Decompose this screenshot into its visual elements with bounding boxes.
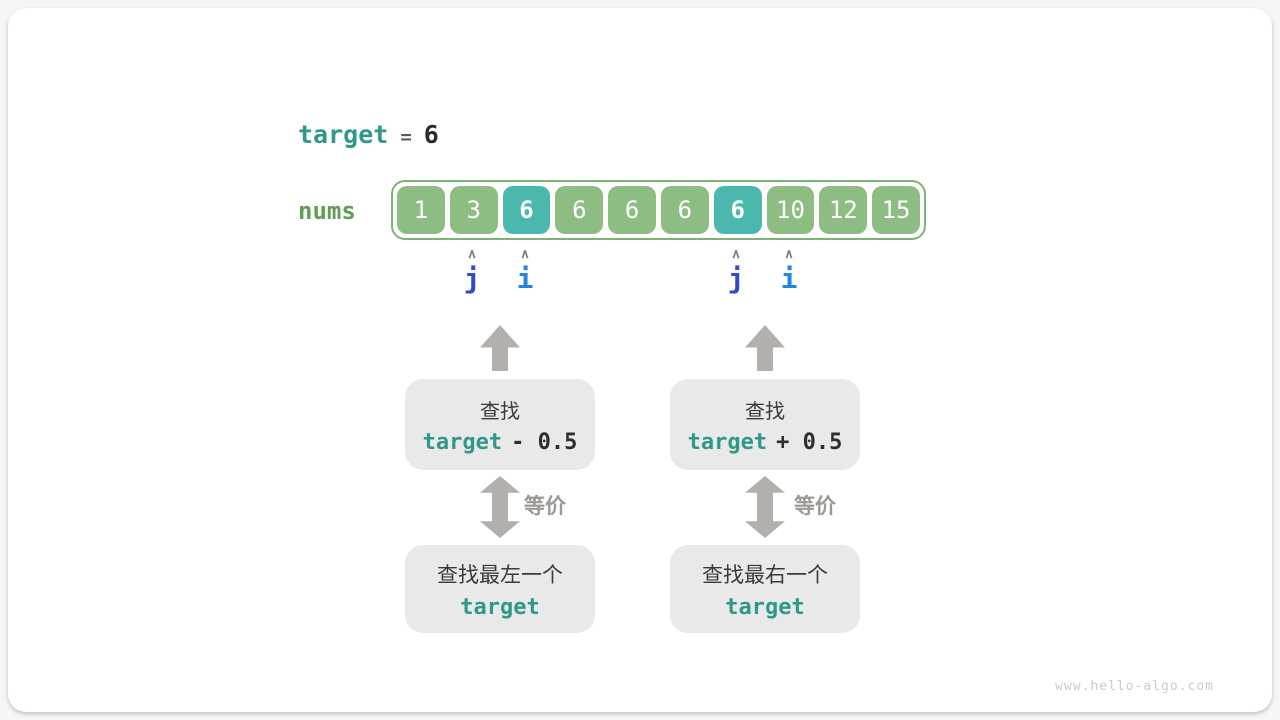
array-cell: 3 [449, 186, 498, 234]
search-expression: target + 0.5 [688, 430, 843, 455]
result-var-wrap: target [725, 595, 804, 620]
target-value: 6 [423, 120, 439, 149]
equiv-label-right: 等价 [794, 495, 836, 518]
result-box-right: 查找最右一个 target [670, 545, 860, 633]
target-var: target [298, 120, 389, 149]
array-cell: 10 [766, 186, 815, 234]
double-arrow-icon-right [745, 476, 785, 538]
result-var: target [725, 594, 805, 620]
target-assignment: target = 6 [298, 120, 439, 149]
array-cell: 15 [872, 186, 920, 234]
array-cell: 1 [397, 186, 445, 234]
pointer-j-right: ∧ j [716, 247, 756, 294]
pointer-i-right: ∧ i [769, 247, 809, 294]
equals-sign: = [400, 126, 412, 148]
caret-up-icon: ∧ [784, 246, 794, 261]
array-cell: 6 [502, 186, 551, 234]
array-cell: 6 [608, 186, 656, 234]
pointer-i-left: ∧ i [505, 247, 545, 294]
pointer-label-i: i [516, 262, 534, 295]
caret-up-icon: ∧ [731, 246, 741, 261]
array-cell: 6 [660, 186, 709, 234]
caret-up-icon: ∧ [467, 246, 477, 261]
watermark: www.hello-algo.com [1055, 679, 1214, 694]
up-arrow-icon-left [480, 325, 520, 371]
array-cell: 6 [713, 186, 762, 234]
result-text: 查找最左一个 [437, 563, 563, 587]
search-box-left: 查找 target - 0.5 [405, 379, 595, 470]
search-box-right: 查找 target + 0.5 [670, 379, 860, 470]
search-text: 查找 [745, 400, 785, 423]
pointer-label-j: j [463, 262, 481, 295]
result-var-wrap: target [460, 595, 539, 620]
result-box-left: 查找最左一个 target [405, 545, 595, 633]
search-text: 查找 [480, 400, 520, 423]
result-text: 查找最右一个 [702, 563, 828, 587]
array-cell: 6 [555, 186, 604, 234]
array-cell: 12 [819, 186, 868, 234]
result-var: target [460, 594, 540, 620]
pointer-j-left: ∧ j [452, 247, 492, 294]
nums-label: nums [298, 197, 356, 225]
search-expression: target - 0.5 [423, 430, 578, 455]
expr-var: target [687, 429, 768, 455]
up-arrow-icon-right [745, 325, 785, 371]
expr-var: target [422, 429, 503, 455]
double-arrow-icon-left [480, 476, 520, 538]
caret-up-icon: ∧ [520, 246, 530, 261]
pointer-label-i: i [780, 262, 798, 295]
expr-op: + 0.5 [776, 429, 843, 455]
expr-op: - 0.5 [511, 429, 578, 455]
equiv-label-left: 等价 [524, 495, 566, 518]
pointer-label-j: j [727, 262, 745, 295]
